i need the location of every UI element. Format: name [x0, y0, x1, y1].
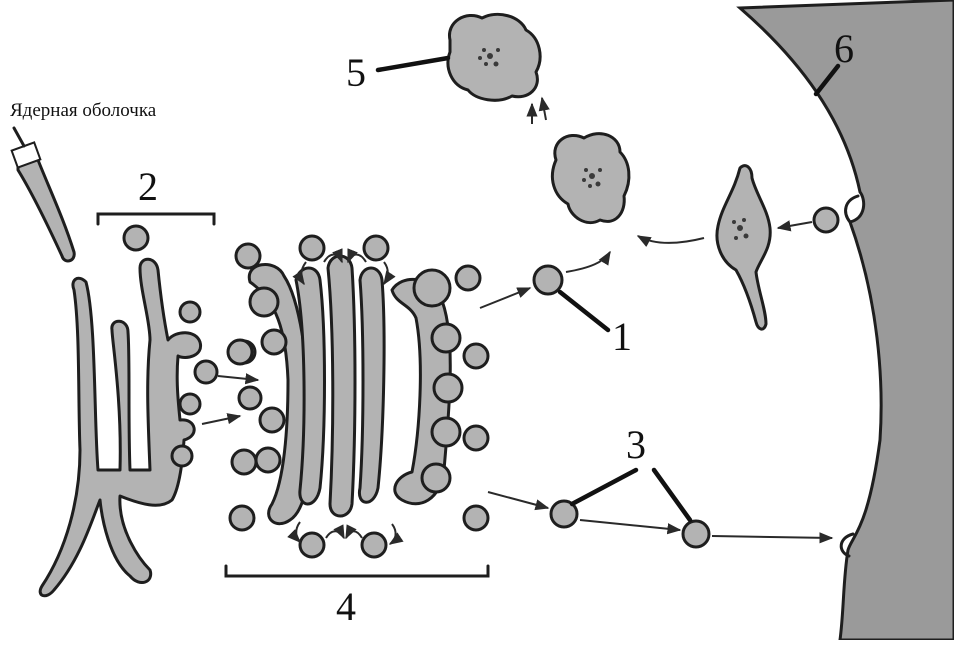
ribosome-cap [122, 224, 150, 252]
golgi-vesicle [228, 504, 256, 532]
label-3: 3 [626, 422, 646, 467]
bracket-4 [224, 564, 490, 578]
plasma-membrane [736, 0, 954, 642]
lysosome-contents [478, 48, 749, 240]
er-side-bump [178, 300, 202, 324]
bracket-2 [96, 212, 216, 226]
transport-vesicle [193, 359, 219, 385]
leader-3b [651, 467, 693, 523]
label-1: 1 [612, 314, 632, 359]
secretory-vesicle-3a [549, 499, 579, 529]
nuclear-envelope-caption: Ядерная оболочка [10, 100, 157, 121]
golgi-vesicle [462, 424, 490, 452]
lysosome-fusing [715, 164, 772, 331]
endoplasmic-reticulum [38, 257, 203, 598]
label-5: 5 [346, 50, 366, 95]
golgi-apparatus [247, 254, 464, 526]
golgi-vesicle [360, 531, 388, 559]
secretory-vesicle-3b [681, 519, 711, 549]
lysosome-top [446, 13, 542, 102]
leader-1 [557, 289, 611, 333]
golgi-vesicle [226, 338, 254, 366]
nuclear-envelope-strip [16, 151, 76, 263]
er-side-bump [178, 392, 202, 416]
transport-vesicle [237, 385, 263, 411]
golgi-vesicle [234, 242, 262, 270]
er-side-bump [170, 444, 194, 468]
golgi-vesicle [230, 448, 258, 476]
golgi-vesicle [454, 264, 482, 292]
leader-3a [569, 467, 639, 507]
golgi-vesicle [462, 504, 490, 532]
golgi-vesicle [362, 234, 390, 262]
endocytic-vesicle [812, 206, 840, 234]
leader-5 [375, 55, 451, 73]
membrane-pocket-upper [844, 194, 860, 224]
leader-6 [813, 63, 841, 97]
label-4: 4 [336, 584, 356, 629]
golgi-vesicle [298, 234, 326, 262]
membrane-pocket-lower [839, 532, 855, 558]
label-6: 6 [834, 26, 854, 71]
label-2: 2 [138, 164, 158, 209]
golgi-vesicle [298, 531, 326, 559]
golgi-vesicle [462, 342, 490, 370]
secretory-vesicle-1 [532, 264, 564, 296]
